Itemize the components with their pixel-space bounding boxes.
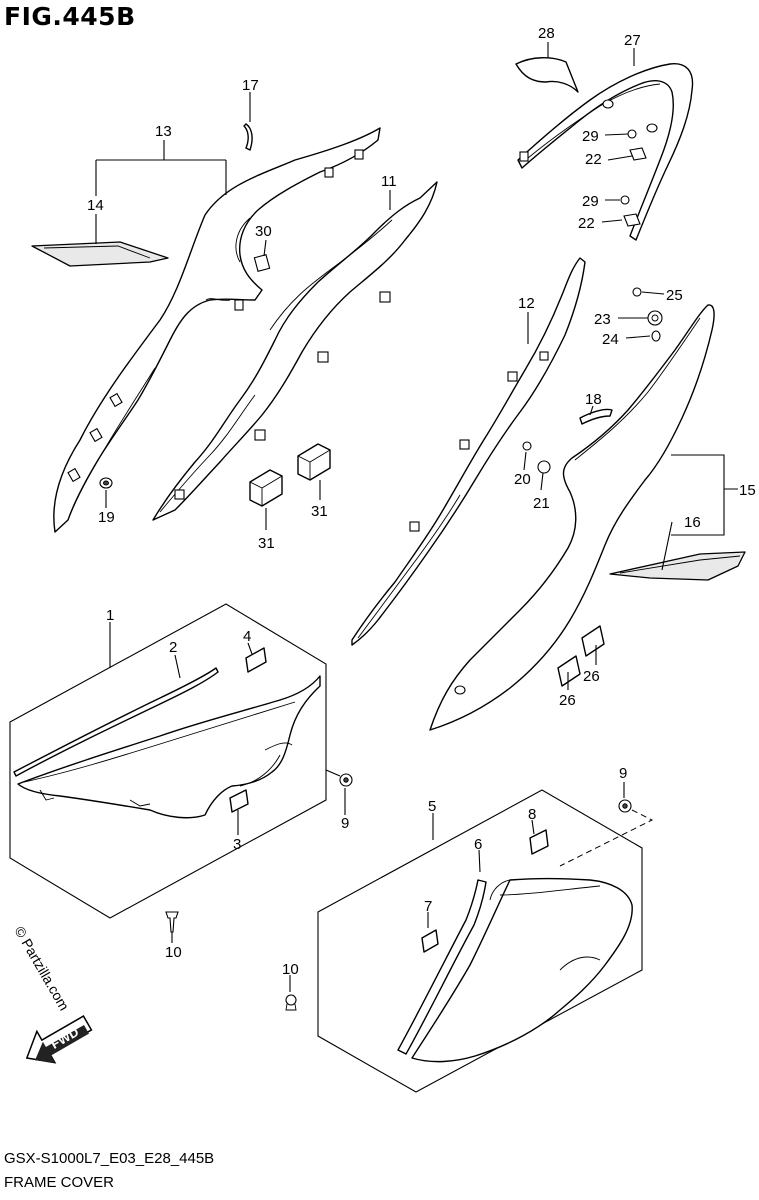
callout-26b: 26 [559, 692, 576, 709]
part-18-clip[interactable] [579, 408, 613, 425]
callout-4: 4 [243, 628, 251, 645]
callout-5: 5 [428, 798, 436, 815]
watermark: © Partzilla.com [11, 924, 72, 1014]
callout-13: 13 [155, 123, 172, 140]
callout-16: 16 [684, 514, 701, 531]
figure-caption: FRAME COVER [4, 1174, 115, 1191]
callout-11: 11 [381, 173, 397, 190]
part-27-rear-cowl[interactable] [517, 63, 694, 241]
part-30-nut[interactable] [253, 254, 271, 272]
callout-2: 2 [169, 639, 177, 656]
part-15-frame-cover-right[interactable] [429, 304, 715, 731]
leader-lines [95, 42, 738, 992]
part-8-pad[interactable] [529, 829, 549, 855]
part-10-clip-a[interactable] [165, 911, 179, 933]
part-7-pad[interactable] [421, 929, 439, 953]
callout-9a: 9 [341, 815, 349, 832]
part-14-side-stripe[interactable] [31, 241, 169, 267]
part-23-collar[interactable] [647, 310, 663, 326]
part-4-pad[interactable] [245, 647, 267, 673]
part-26-pad-a[interactable] [557, 655, 581, 687]
part-26-pad-b[interactable] [581, 625, 605, 657]
callout-31a: 31 [258, 535, 275, 552]
callout-1: 1 [106, 607, 114, 624]
part-31-pad-b[interactable] [297, 443, 331, 481]
assembly-box-5 [317, 789, 643, 1093]
fwd-arrow: FWD [25, 1015, 93, 1064]
callout-24: 24 [602, 331, 619, 348]
callout-15: 15 [739, 482, 756, 499]
part-16-side-stripe[interactable] [609, 551, 746, 581]
callout-29a: 29 [582, 128, 599, 145]
part-12-inner-cover-right[interactable] [351, 257, 586, 646]
callout-6: 6 [474, 836, 482, 853]
part-5-frame-cover-front-right[interactable] [411, 877, 633, 1063]
callout-25: 25 [666, 287, 683, 304]
callout-9b: 9 [619, 765, 627, 782]
callout-10b: 10 [282, 961, 299, 978]
callout-8: 8 [528, 806, 536, 823]
callout-12: 12 [518, 295, 535, 312]
part-25-bolt[interactable] [632, 287, 642, 297]
part-6-trim-strip[interactable] [397, 879, 487, 1055]
callout-3: 3 [233, 836, 241, 853]
figure-title: FIG.445B [4, 2, 136, 31]
callout-19: 19 [98, 509, 115, 526]
callout-26a: 26 [583, 668, 600, 685]
part-21-collar[interactable] [537, 460, 551, 474]
part-20-bolt[interactable] [522, 441, 532, 451]
callout-28: 28 [538, 25, 555, 42]
callout-21: 21 [533, 495, 550, 512]
model-code: GSX-S1000L7_E03_E28_445B [4, 1150, 215, 1167]
part-31-pad-a[interactable] [249, 469, 283, 507]
part-2-trim-strip[interactable] [13, 667, 219, 777]
part-22-nut-b[interactable] [623, 213, 641, 227]
callout-7: 7 [424, 898, 432, 915]
callout-29b: 29 [582, 193, 599, 210]
part-28-cover-panel[interactable] [515, 57, 579, 93]
part-24-grommet[interactable] [651, 330, 661, 342]
callout-14: 14 [87, 197, 104, 214]
part-1-frame-cover-front-left[interactable] [17, 675, 321, 819]
callout-20: 20 [514, 471, 531, 488]
part-29-screw-b[interactable] [620, 195, 630, 205]
callout-22a: 22 [585, 151, 602, 168]
callout-10a: 10 [165, 944, 182, 961]
part-11-inner-cover-left[interactable] [152, 181, 438, 521]
part-3-pad[interactable] [229, 789, 249, 813]
callout-23: 23 [594, 311, 611, 328]
part-10-clip-b[interactable] [285, 994, 297, 1006]
callout-27: 27 [624, 32, 641, 49]
callout-31b: 31 [311, 503, 328, 520]
callout-30: 30 [255, 223, 272, 240]
assembly-box-1 [9, 603, 327, 919]
part-13-frame-cover-left[interactable] [53, 127, 381, 533]
part-29-screw-a[interactable] [627, 129, 637, 139]
callout-22b: 22 [578, 215, 595, 232]
part-17-clip[interactable] [243, 123, 253, 151]
callout-18: 18 [585, 391, 602, 408]
callout-17: 17 [242, 77, 259, 94]
part-22-nut-a[interactable] [629, 147, 647, 161]
